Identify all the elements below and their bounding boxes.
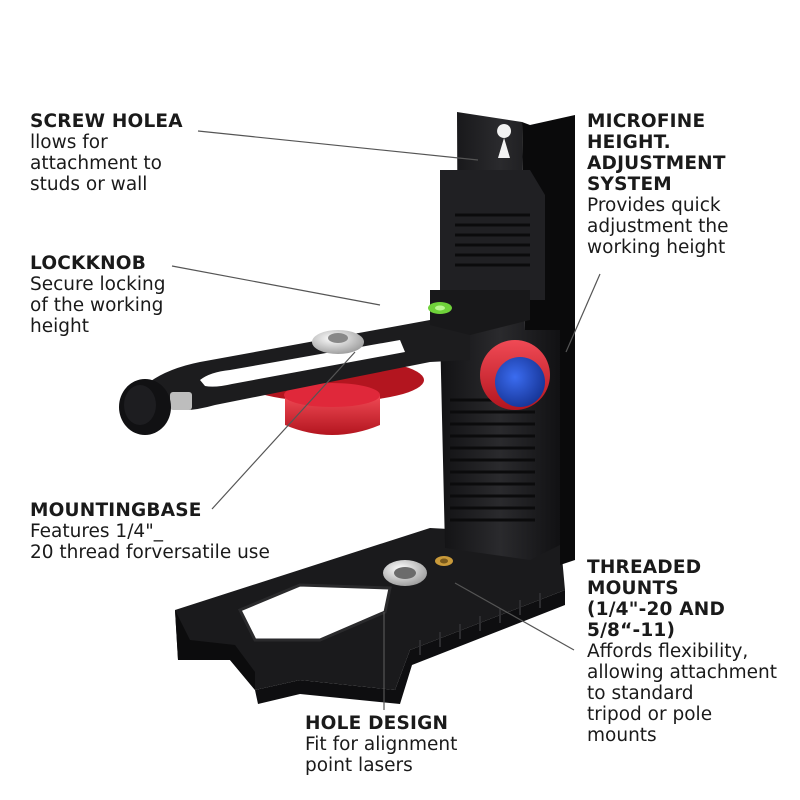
leader-microfine (565, 273, 601, 353)
callout-description: Secure locking of the working height (30, 274, 166, 337)
mounting-base-plate (175, 528, 565, 704)
callout-title: SCREW HOLEA (30, 111, 183, 132)
callout-lockknob: LOCKKNOB Secure locking of the working h… (30, 253, 165, 337)
leader-lines (171, 130, 601, 710)
mounting-arm (140, 290, 530, 410)
vertical-column (440, 112, 575, 565)
callout-title: MOUNTINGBASE (30, 500, 202, 521)
callout-mounting-base: MOUNTINGBASE Features 1/4"_ 20 thread fo… (30, 500, 270, 563)
callout-description: Features 1/4"_ 20 thread forversatile us… (30, 521, 270, 563)
callout-microfine: MICROFINE HEIGHT. ADJUSTMENT SYSTEM Prov… (587, 111, 728, 258)
callout-title: THREADED MOUNTS (1/4"-20 AND 5/8“-11) (587, 557, 726, 641)
callout-description: Affords flexibility, allowing attachment… (587, 641, 778, 746)
callout-description: Provides quick adjustment the working he… (587, 195, 729, 258)
callout-title: HOLE DESIGN (305, 713, 449, 734)
callout-screw-hole: SCREW HOLEA llows for attachment to stud… (30, 111, 183, 195)
callout-title: LOCKKNOB (30, 253, 147, 274)
leader-lockknob (171, 265, 381, 306)
leader-mounting-base (211, 351, 356, 510)
screw-hole-icon (497, 124, 512, 158)
leader-screw-hole (197, 130, 479, 161)
callout-description: Fit for alignment point lasers (305, 734, 458, 776)
callout-description: llows for attachment to studs or wall (30, 132, 162, 195)
callout-hole-design: HOLE DESIGN Fit for alignment point lase… (305, 713, 457, 776)
lock-knob-icon (119, 379, 192, 435)
leader-threaded-mounts (454, 582, 575, 651)
callout-title: MICROFINE HEIGHT. ADJUSTMENT SYSTEM (587, 111, 726, 195)
base-cutout (237, 583, 392, 642)
height-adjust-knob-icon (480, 340, 550, 410)
callout-threaded-mounts: THREADED MOUNTS (1/4"-20 AND 5/8“-11) Af… (587, 557, 777, 746)
